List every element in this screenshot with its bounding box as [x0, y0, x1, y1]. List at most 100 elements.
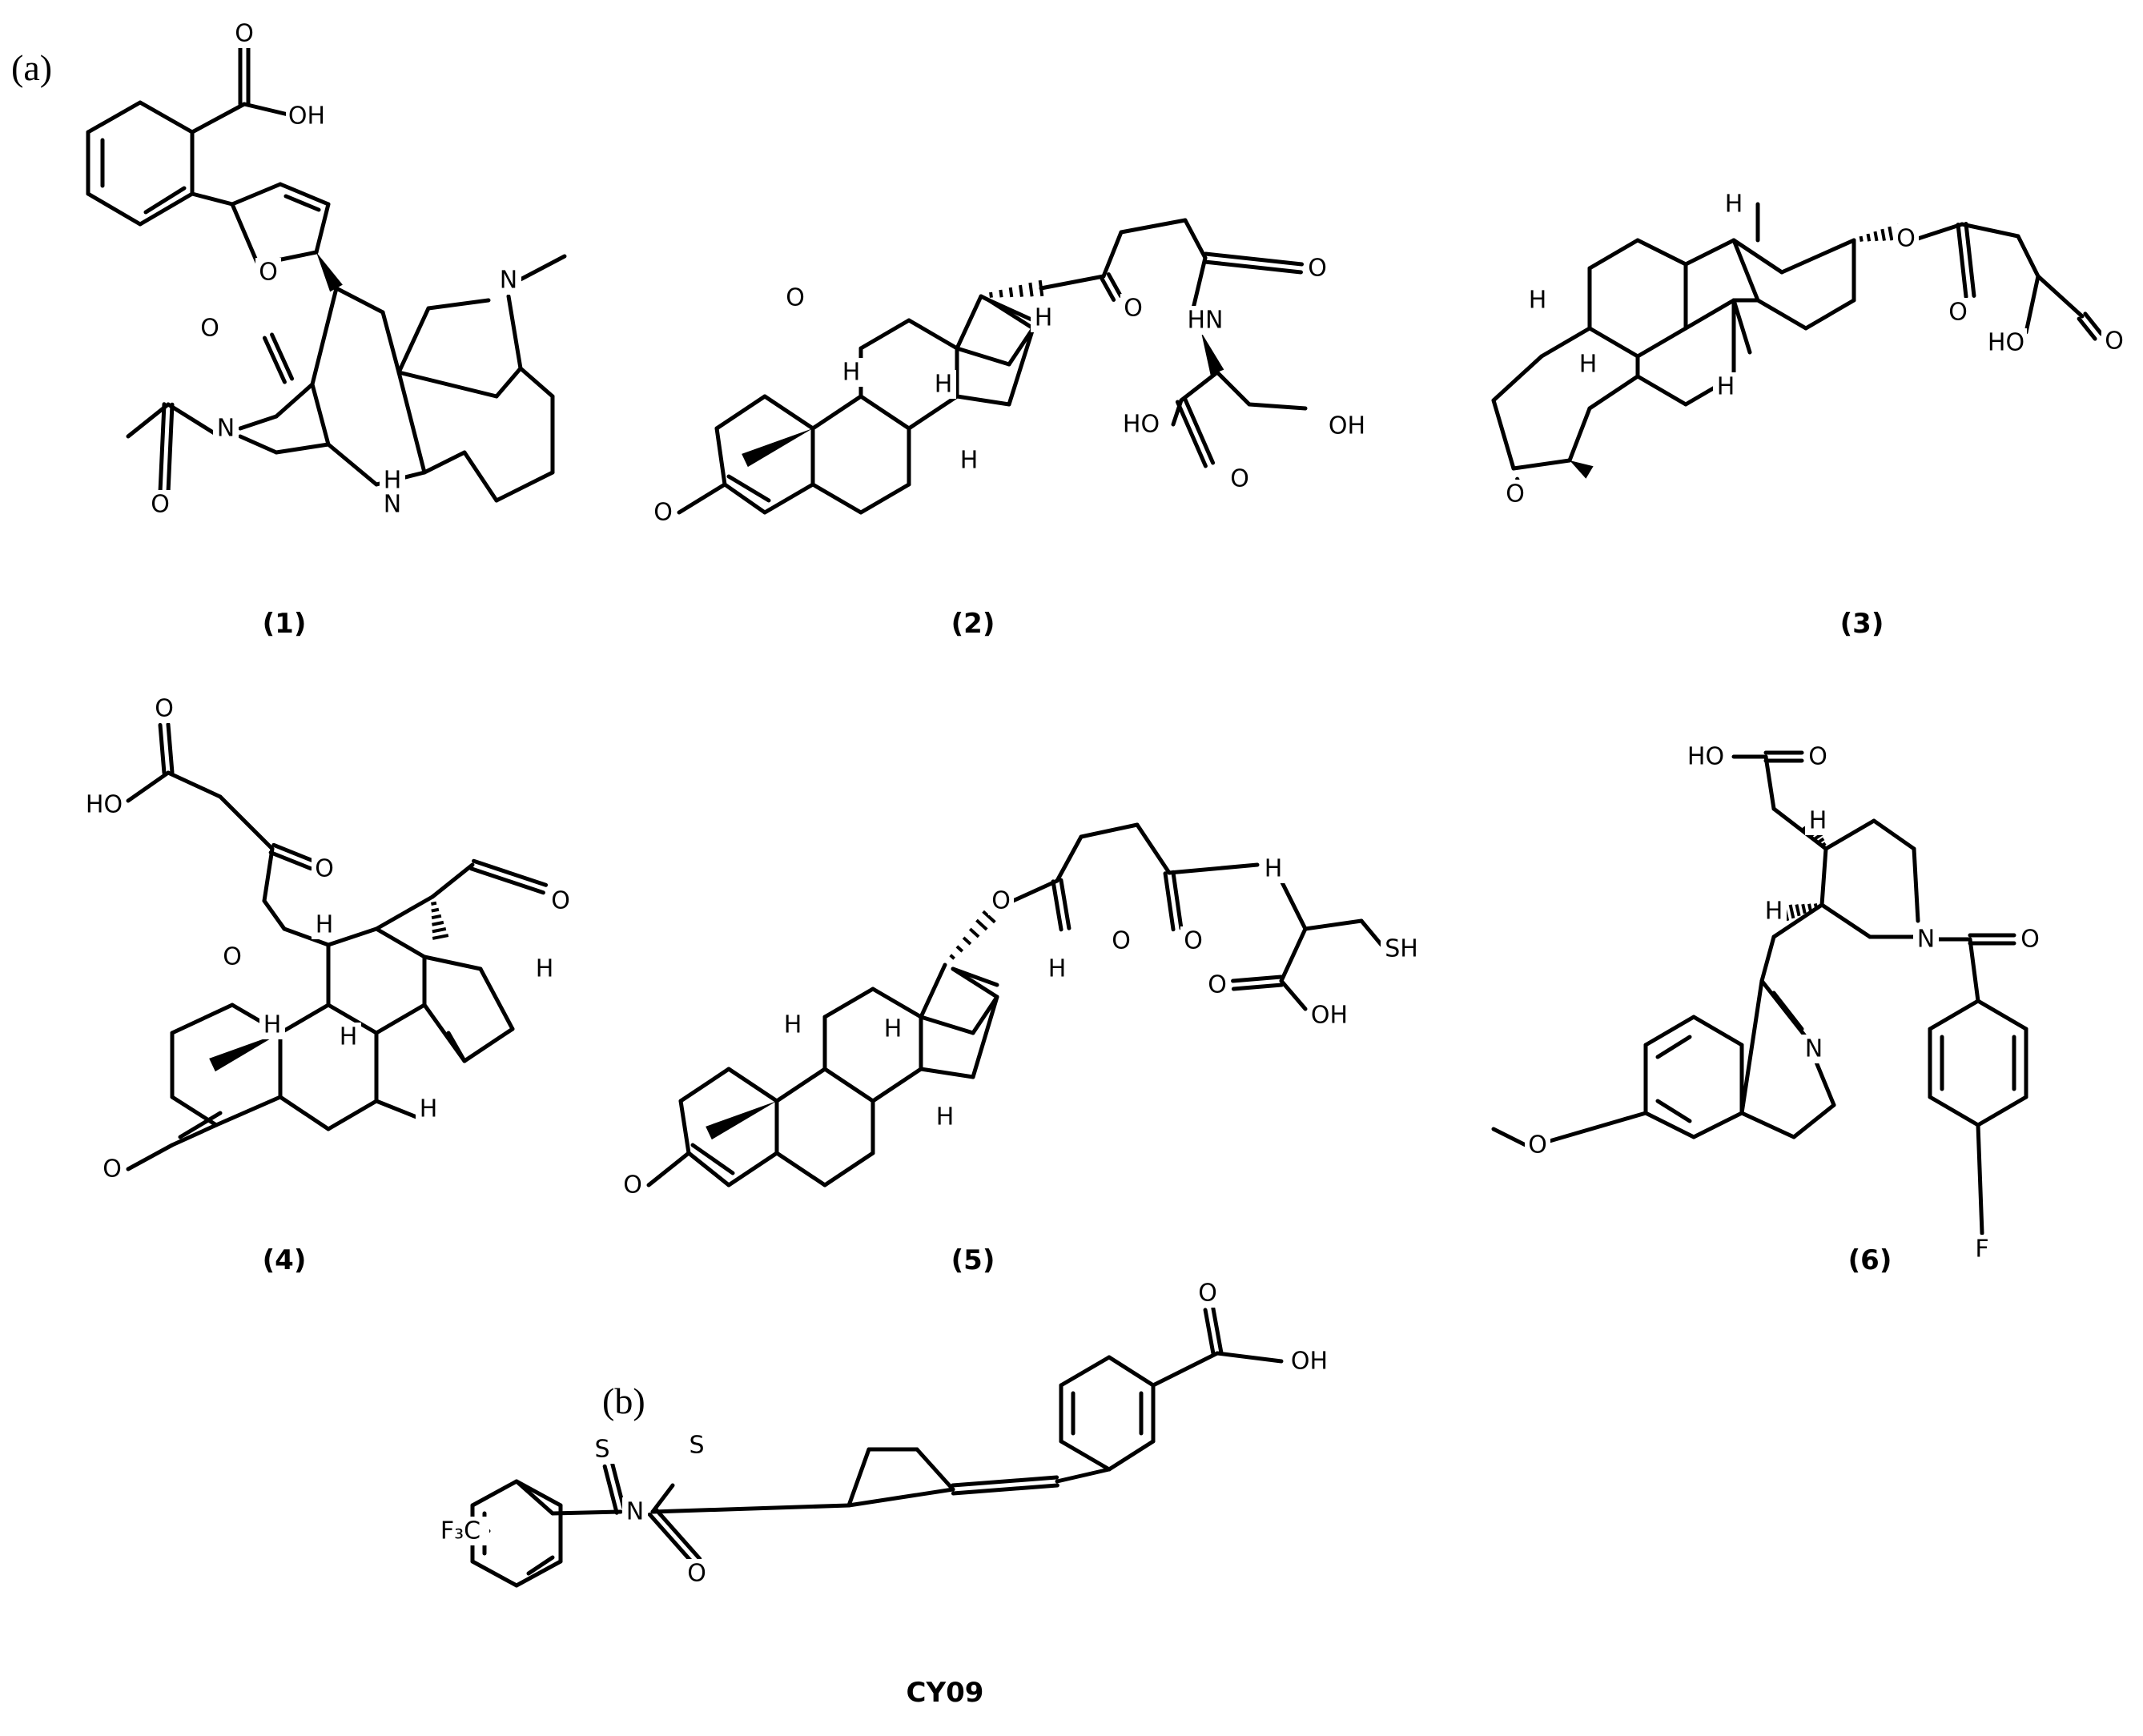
atom-label-backdrop	[838, 358, 864, 387]
double-bond	[2077, 316, 2097, 341]
atom-label: H	[1717, 373, 1735, 401]
single-bond	[518, 366, 555, 399]
single-bond	[1247, 402, 1308, 411]
single-bond	[870, 1067, 923, 1103]
single-bond	[846, 1487, 955, 1508]
aromatic-inner-bond	[726, 474, 771, 503]
single-bond	[1779, 238, 1856, 275]
double-bond	[1203, 1308, 1216, 1356]
atom-label-backdrop	[1805, 806, 1831, 835]
single-bond	[326, 1003, 379, 1035]
single-bond	[1167, 862, 1260, 875]
double-bond	[1171, 870, 1184, 930]
hash-mark	[1801, 903, 1807, 914]
single-bond	[1635, 238, 1688, 267]
atom-label: O	[1198, 1280, 1217, 1308]
atom-label: O	[315, 855, 334, 883]
atom-label: H	[1264, 855, 1283, 883]
hash-bond	[989, 279, 1044, 298]
single-bond	[138, 191, 195, 227]
atom-label-backdrop	[83, 790, 125, 819]
hash-mark	[949, 954, 955, 960]
single-bond	[1279, 979, 1308, 1011]
single-bond	[1183, 218, 1208, 260]
double-bond	[1964, 221, 1976, 298]
atom-label: H	[960, 447, 979, 475]
single-bond	[1107, 1439, 1156, 1472]
single-bond	[1587, 238, 1640, 271]
atom-label: HO	[86, 791, 123, 819]
single-bond	[1101, 230, 1124, 279]
atom-label: O	[1506, 480, 1525, 508]
double-bond	[158, 722, 167, 775]
aromatic-inner-bond	[1771, 991, 1804, 1031]
atom-label-backdrop	[622, 1497, 648, 1526]
single-bond	[310, 286, 339, 387]
atom-label-backdrop	[1945, 298, 1971, 327]
single-bond	[1755, 298, 1808, 331]
single-bond	[919, 962, 947, 1019]
single-bond	[987, 298, 1035, 323]
double-bond	[1211, 1306, 1224, 1355]
single-bond	[810, 394, 863, 431]
atom-label-backdrop	[1260, 854, 1286, 883]
single-bond	[1791, 1103, 1836, 1139]
single-bond	[274, 442, 331, 455]
atom-label-backdrop	[312, 854, 337, 883]
single-bond	[1819, 902, 1872, 939]
single-bond	[1303, 918, 1364, 931]
atom-label-backdrop	[650, 498, 676, 527]
single-bond	[230, 182, 283, 207]
single-bond	[1567, 406, 1592, 463]
atom-label: O	[1808, 743, 1827, 771]
single-bond	[686, 1151, 731, 1187]
single-bond	[166, 770, 223, 799]
hash-mark	[1788, 904, 1795, 919]
aromatic-inner-bond	[526, 1555, 555, 1576]
single-bond	[1119, 218, 1188, 235]
compound-caption: (5)	[951, 1244, 995, 1276]
single-bond	[907, 394, 959, 431]
single-bond	[1151, 1351, 1220, 1388]
double-bond	[951, 1475, 1059, 1488]
double-bond	[2083, 311, 2104, 336]
single-bond	[494, 470, 555, 503]
single-bond	[1976, 999, 2028, 1031]
atom-label: F	[1975, 1236, 1988, 1264]
single-bond	[126, 770, 171, 803]
single-bond	[822, 987, 875, 1019]
atom-label: H	[263, 1011, 282, 1039]
single-bond	[550, 1509, 623, 1516]
single-bond	[314, 202, 331, 255]
single-bond	[326, 926, 379, 947]
double-bond	[262, 336, 287, 384]
atom-label-backdrop	[1913, 925, 1939, 954]
single-bond	[810, 482, 863, 515]
hash-mark	[1819, 842, 1827, 848]
atom-label: H	[340, 1023, 358, 1051]
single-bond	[380, 310, 401, 375]
atom-label: O	[1112, 927, 1131, 955]
single-bond	[858, 482, 911, 515]
atom-label: O	[2105, 328, 2124, 356]
atom-label-backdrop	[620, 1171, 645, 1200]
atom-label-backdrop	[1685, 742, 1727, 771]
double-bond	[1204, 251, 1305, 267]
single-bond	[907, 318, 959, 351]
single-bond	[396, 370, 427, 475]
single-bond	[762, 394, 815, 431]
single-bond	[374, 1003, 427, 1035]
single-bond	[1819, 846, 1828, 907]
atom-label-backdrop	[147, 490, 173, 519]
single-bond	[514, 1479, 563, 1508]
atom-label: O	[155, 695, 174, 723]
single-bond	[1872, 818, 1916, 851]
atom-label: H	[1765, 898, 1783, 926]
compound-caption: (3)	[1840, 608, 1884, 640]
hash-mark	[431, 907, 440, 913]
single-bond	[678, 1067, 731, 1103]
compound-caption: (4)	[263, 1244, 307, 1276]
atom-label-backdrop	[99, 1155, 125, 1183]
